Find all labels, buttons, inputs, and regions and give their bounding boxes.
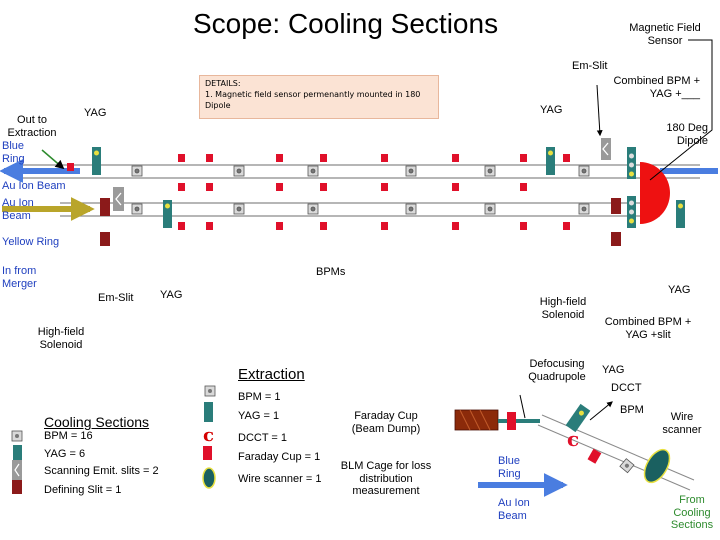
cooling-legend-yag: YAG = 6 [44, 448, 86, 460]
extraction-yag-label: YAG [602, 364, 625, 376]
extraction-dcct-label: DCCT [611, 382, 642, 394]
cooling-legend-scanning: Scanning Emit. slits = 2 [44, 465, 159, 477]
extraction-legend-bpm: BPM = 1 [238, 391, 281, 403]
extraction-legend-dcct: DCCT = 1 [238, 432, 288, 444]
yag-bottom-mid-label: YAG [160, 289, 183, 301]
bpm-icon [307, 165, 319, 177]
dcct-legend-icon: c [203, 425, 214, 446]
au-ion-beam-upper-label: Au Ion Beam [2, 180, 66, 192]
extraction-legend-yag: YAG = 1 [238, 410, 280, 422]
hf-solenoid-right-label: High-field Solenoid [539, 296, 587, 321]
cooling-legend-bpm: BPM = 16 [44, 430, 93, 442]
blue-ring-beamline [0, 159, 718, 183]
bpm-markers [131, 165, 590, 215]
from-cooling-label: From Cooling Sections [670, 494, 714, 532]
au-ion-beam-lower-label: Au Ion Beam [2, 197, 34, 222]
yag-legend-icon [13, 445, 22, 469]
defining-slit-legend-icon [12, 480, 22, 494]
details-heading: DETAILS: [205, 79, 241, 88]
wire-scanner-label: Wire scanner [662, 411, 702, 436]
slit-legend-icon [12, 460, 22, 480]
yag-top-left-label: YAG [84, 107, 107, 119]
bpm-icon [484, 165, 496, 177]
hf-solenoid-left-label: High-field Solenoid [37, 326, 85, 351]
faraday-legend-icon [203, 446, 212, 460]
cooling-legend-title: Cooling Sections [44, 414, 150, 430]
em-slit-top-pointer [596, 84, 603, 137]
cooling-legend-defining: Defining Slit = 1 [44, 484, 122, 496]
combined-top-label: Combined BPM + YAG +___ [613, 75, 700, 100]
yag-devices [92, 147, 685, 228]
bpms-label: BPMs [316, 266, 346, 278]
solenoid-markers [67, 154, 570, 230]
dipole-magnet [640, 162, 670, 224]
extraction-blue-ring-label: Blue Ring [498, 455, 521, 480]
bpm-icon [405, 165, 417, 177]
extraction-beamline: c [454, 394, 695, 497]
page-title: Scope: Cooling Sections [193, 8, 499, 39]
legend-extraction-icons: c [202, 385, 216, 489]
in-from-merger-label: In from Merger [2, 265, 37, 290]
magnetic-field-sensor-label: Magnetic Field Sensor [629, 22, 701, 47]
bpm-icon [578, 203, 590, 215]
yellow-ring-label: Yellow Ring [2, 236, 60, 248]
extraction-legend-faraday: Faraday Cup = 1 [238, 451, 321, 463]
svg-text:c: c [567, 427, 579, 451]
faraday-cup-label: Faraday Cup (Beam Dump) [351, 410, 421, 435]
defocusing-quadrupole-label: Defocusing Quadrupole [528, 358, 586, 383]
out-to-extraction-label: Out to Extraction [7, 114, 57, 139]
bpm-icon [11, 430, 23, 442]
legend-cooling-icons [11, 430, 23, 494]
extraction-au-ion-beam-label: Au Ion Beam [498, 497, 530, 522]
wire-scanner-legend-icon [202, 467, 216, 489]
bpm-icon [233, 165, 245, 177]
bpm-icon [131, 203, 143, 215]
combined-bottom-label: Combined BPM + YAG +slit [604, 316, 692, 341]
bpm-icon [405, 203, 417, 215]
dipole-label: 180 Deg Dipole [666, 122, 708, 147]
bpm-icon [307, 203, 319, 215]
details-box: DETAILS: 1. Magnetic field sensor permen… [199, 75, 439, 119]
em-slit-bottom-label: Em-Slit [98, 292, 134, 304]
extraction-bpm-label: BPM [620, 404, 644, 416]
bpm-icon [233, 203, 245, 215]
bpm-icon [484, 203, 496, 215]
bpm-icon [204, 385, 216, 397]
bpm-icon [131, 165, 143, 177]
yag-top-right-label: YAG [540, 104, 563, 116]
yellow-ring-beamline [2, 197, 660, 221]
yag-legend-icon [204, 402, 213, 422]
sensor-leader-line [649, 39, 713, 181]
blue-ring-label: Blue Ring [2, 140, 25, 165]
bpm-icon [578, 165, 590, 177]
em-slit-top-label: Em-Slit [572, 60, 608, 72]
blm-cage-label: BLM Cage for loss distribution measureme… [340, 460, 432, 498]
slit-devices [100, 138, 621, 246]
extraction-pointer [41, 149, 65, 170]
extraction-legend-wire: Wire scanner = 1 [238, 473, 322, 485]
yag-bottom-right-label: YAG [668, 284, 691, 296]
extraction-legend-title: Extraction [238, 366, 305, 383]
details-item: 1. Magnetic field sensor permenantly mou… [205, 89, 421, 110]
